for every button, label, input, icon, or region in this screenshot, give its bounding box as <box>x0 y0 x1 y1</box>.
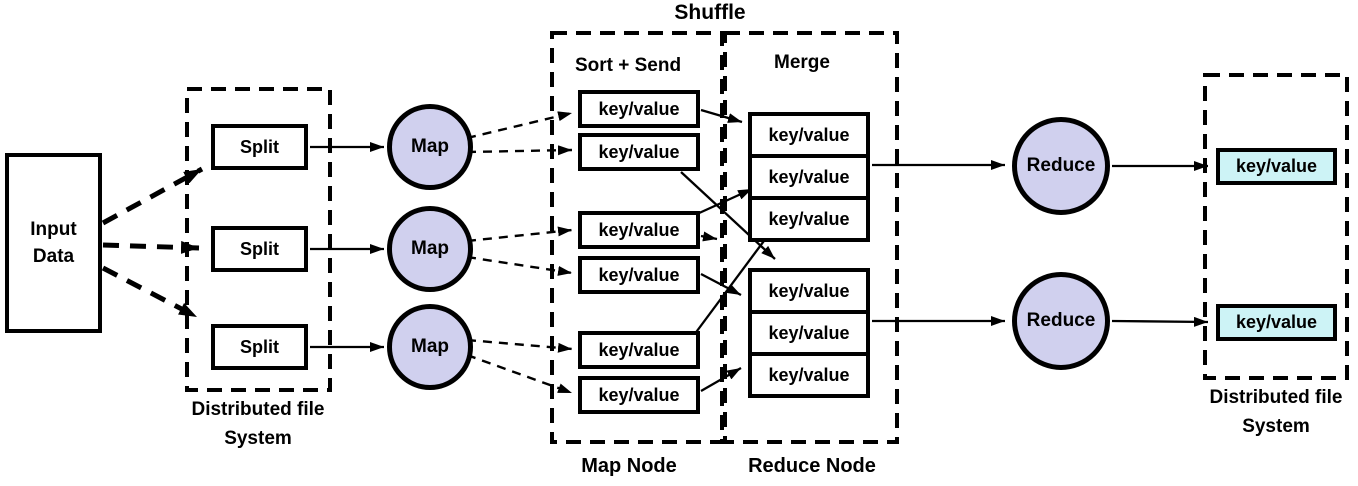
output-kv-2: key/value <box>1216 304 1337 341</box>
map-node-border <box>550 31 724 444</box>
left-dfs-label-line2: System <box>224 428 292 449</box>
input-data-line2: Data <box>32 246 75 267</box>
map-to-sort-arrows <box>466 111 573 395</box>
dashed-region-borders <box>185 31 1349 444</box>
input-data-box: Input Data <box>5 153 102 333</box>
reduce-node-label: Reduce Node <box>748 455 876 477</box>
merge-label: Merge <box>774 52 830 73</box>
sort-send-label: Sort + Send <box>574 55 682 76</box>
map-circle-3: Map <box>387 304 473 390</box>
merge2-kv-1: key/value <box>748 268 870 314</box>
input-to-split-arrows <box>101 166 204 320</box>
split-to-map-arrows <box>310 142 384 352</box>
reduce-circle-1: Reduce <box>1012 117 1110 215</box>
left-dfs-label: Distributed file System <box>163 395 353 453</box>
merge-stack-1: key/value key/value key/value <box>748 112 870 242</box>
reduce-to-output-arrows <box>1111 161 1209 327</box>
sort-kv-1: key/value <box>578 90 700 128</box>
reduce-circle-2: Reduce <box>1012 272 1110 370</box>
right-dfs-label: Distributed file System <box>1181 383 1358 441</box>
sort-kv-6: key/value <box>578 376 700 414</box>
right-dfs-border <box>1203 73 1349 380</box>
left-dfs-label-line1: Distributed file <box>191 399 325 420</box>
map-circle-2: Map <box>387 206 473 292</box>
merge1-kv-3: key/value <box>748 196 870 242</box>
input-data-line1: Input <box>30 219 77 240</box>
reduce-node-border <box>723 31 899 444</box>
merge1-kv-1: key/value <box>748 112 870 158</box>
merge-stack-2: key/value key/value key/value <box>748 268 870 398</box>
sort-kv-3: key/value <box>578 211 700 249</box>
split-box-1: Split <box>211 124 308 170</box>
map-node-label: Map Node <box>581 455 677 477</box>
merge2-kv-2: key/value <box>748 310 870 356</box>
merge2-kv-3: key/value <box>748 352 870 398</box>
left-dfs-border <box>185 87 332 392</box>
sort-kv-4: key/value <box>578 256 700 294</box>
sort-kv-2: key/value <box>578 133 700 171</box>
shuffle-title: Shuffle <box>674 1 746 24</box>
split-box-2: Split <box>211 226 308 272</box>
right-dfs-label-line2: System <box>1242 416 1310 437</box>
right-dfs-label-line1: Distributed file <box>1209 387 1343 408</box>
sort-kv-5: key/value <box>578 331 700 369</box>
split-box-3: Split <box>211 324 308 370</box>
merge-to-reduce-arrows <box>872 160 1005 326</box>
map-circle-1: Map <box>387 104 473 190</box>
output-kv-1: key/value <box>1216 148 1337 185</box>
merge1-kv-2: key/value <box>748 154 870 200</box>
